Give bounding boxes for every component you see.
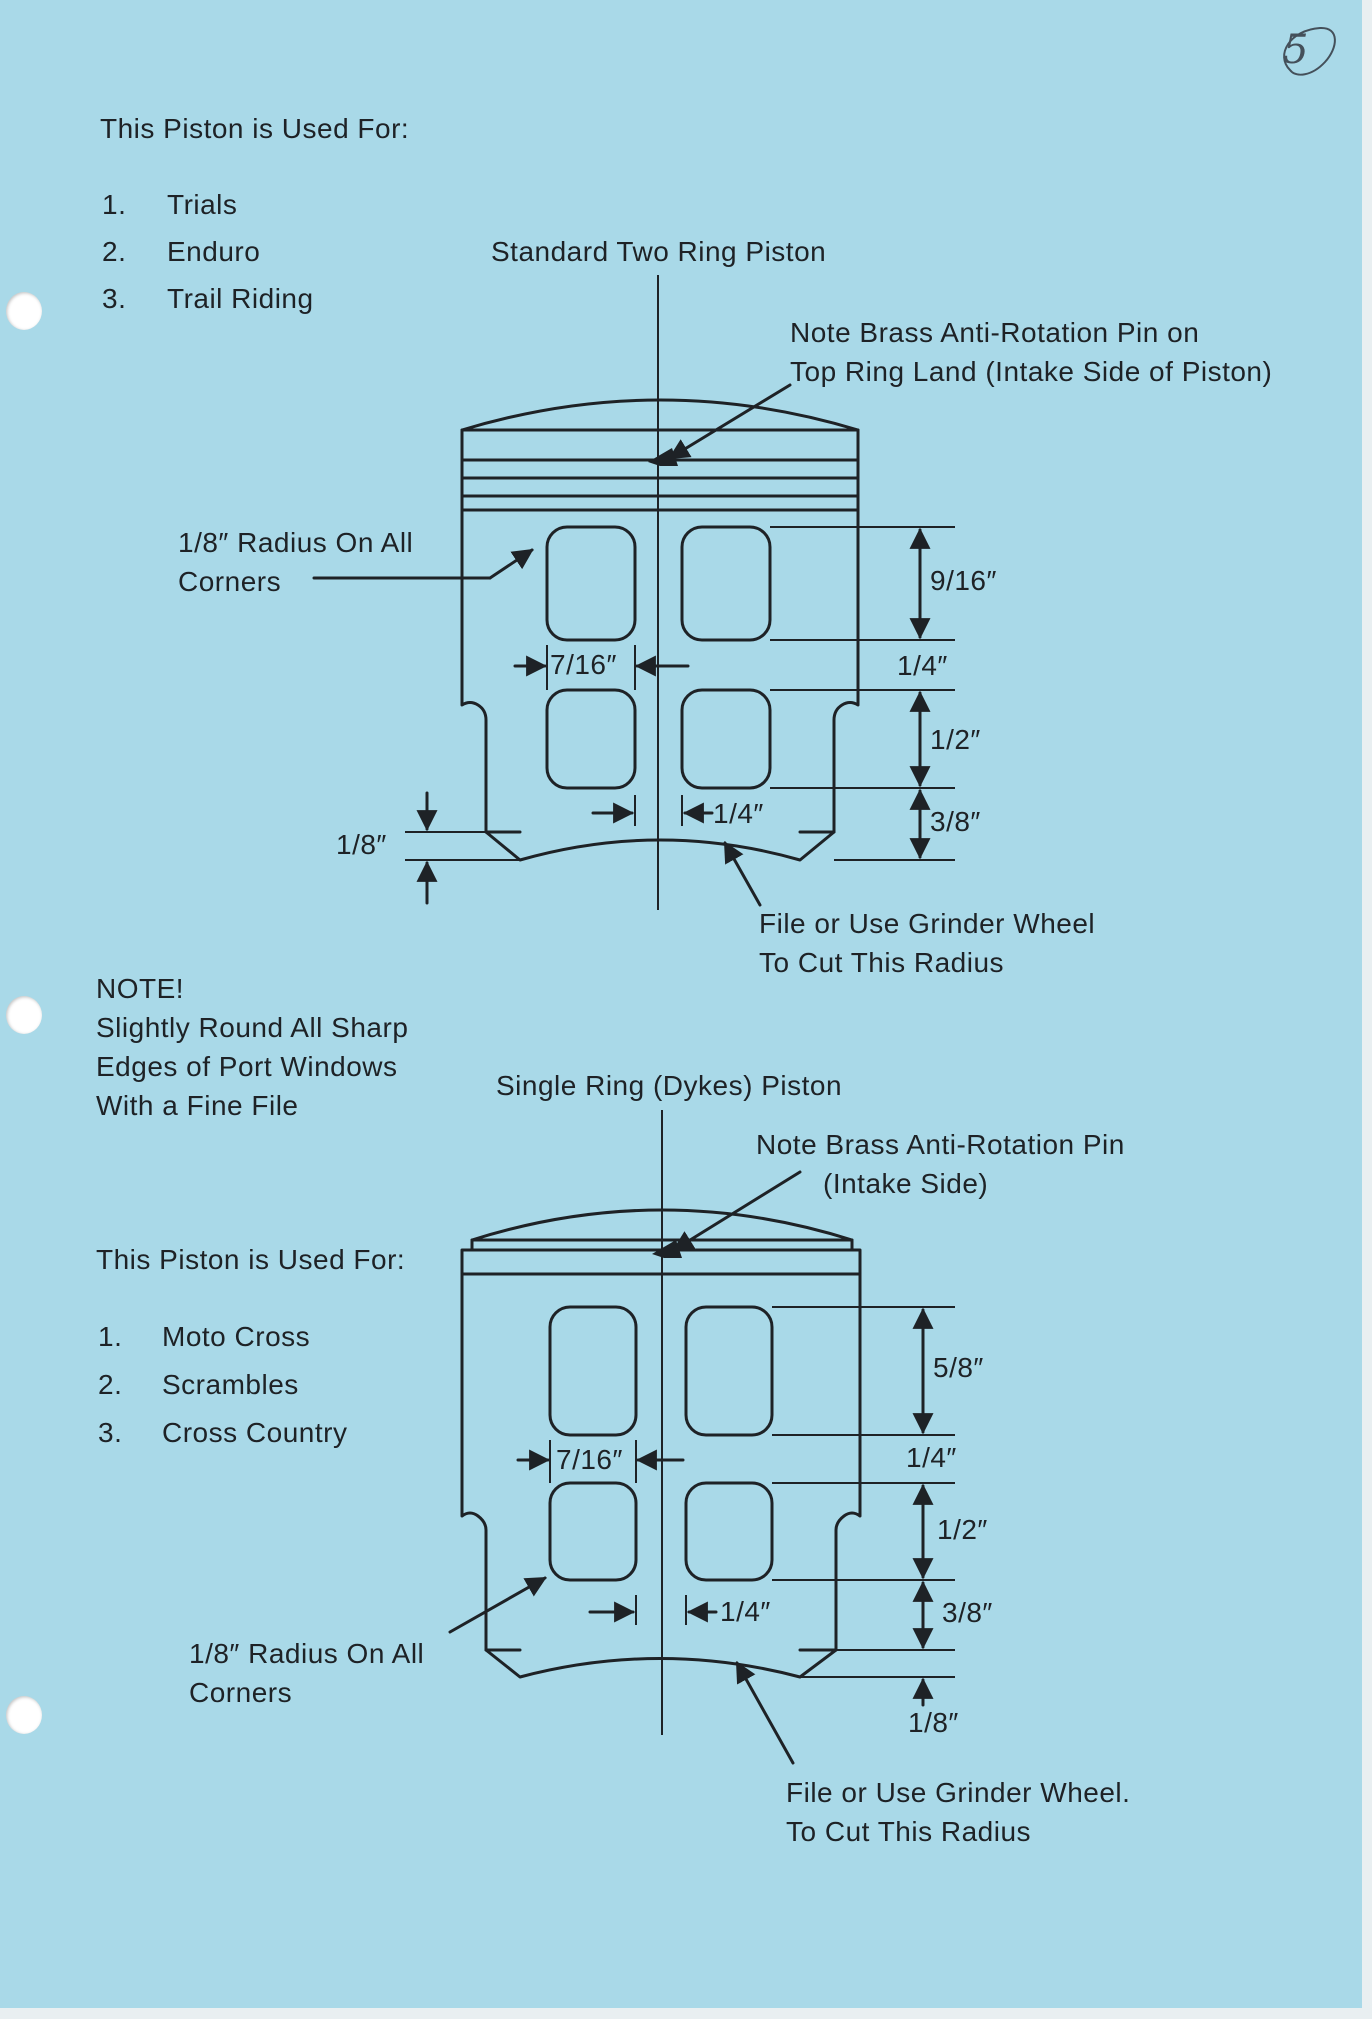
bottom-crown-dome [470, 1208, 854, 1242]
top-body-left [460, 508, 522, 834]
bottom-body-right [798, 1272, 862, 1652]
top-use-number-2: 2. [102, 236, 127, 267]
top-piston-drawing [312, 275, 955, 910]
top-use-number-1: 1. [102, 189, 127, 220]
note-title: NOTE! [96, 973, 185, 1004]
page-edge-bottom [0, 2008, 1372, 2019]
bottom-window-upper-right [684, 1305, 774, 1437]
top-use-label-3: Trail Riding [167, 283, 314, 314]
top-skirt-radius-cut [484, 830, 836, 862]
bottom-use-label-2: Scrambles [162, 1369, 299, 1400]
bottom-use-number-1: 1. [98, 1321, 123, 1352]
top-file-note-line2: To Cut This Radius [759, 947, 1005, 978]
binder-hole-middle [6, 996, 42, 1034]
top-dim-window-height: 9/16″ [930, 565, 997, 596]
bottom-window-lower-right [684, 1481, 774, 1582]
bottom-use-number-2: 2. [98, 1369, 123, 1400]
bottom-piston-drawing [448, 1110, 955, 1765]
top-body-right [798, 508, 860, 834]
top-pin-note-line1: Note Brass Anti-Rotation Pin on [790, 317, 1200, 348]
top-dim-window-width: 7/16″ [550, 649, 617, 680]
bottom-used-for-title: This Piston is Used For: [96, 1244, 406, 1275]
bottom-pin-leader [672, 1170, 802, 1252]
top-dim-lower-window: 1/2″ [930, 724, 981, 755]
note-line-1: Slightly Round All Sharp [96, 1012, 409, 1043]
bottom-radius-note-line1: 1/8″ Radius On All [189, 1638, 425, 1669]
bottom-file-note-line1: File or Use Grinder Wheel. [786, 1777, 1131, 1808]
bottom-skirt-radius-cut [484, 1648, 838, 1679]
top-ring-land [460, 494, 860, 512]
top-radius-note-line2: Corners [178, 566, 282, 597]
bottom-dim-window-height: 5/8″ [933, 1352, 984, 1383]
top-dim-gap: 1/4″ [897, 650, 948, 681]
bottom-pin-note-line2: (Intake Side) [823, 1168, 989, 1199]
page-edge-right [1362, 0, 1372, 2019]
bottom-window-lower-left [548, 1481, 638, 1582]
top-use-label-1: Trials [167, 189, 238, 220]
bottom-dim-gap: 1/4″ [906, 1442, 957, 1473]
bottom-use-number-3: 3. [98, 1417, 123, 1448]
top-piston-title: Standard Two Ring Piston [491, 236, 827, 267]
top-radius-note-line1: 1/8″ Radius On All [178, 527, 414, 558]
top-file-leader [723, 841, 762, 907]
bottom-dim-lower-window: 1/2″ [937, 1514, 988, 1545]
top-used-for-title: This Piston is Used For: [100, 113, 410, 144]
top-file-note-line1: File or Use Grinder Wheel [759, 908, 1096, 939]
top-pin-leader [668, 383, 792, 460]
binder-hole-top [6, 292, 42, 330]
bottom-radius-note-line2: Corners [189, 1677, 293, 1708]
bottom-file-leader [735, 1661, 795, 1765]
top-window-upper-left [545, 525, 637, 642]
bottom-dim-radius-depth: 1/8″ [908, 1707, 959, 1738]
note-line-2: Edges of Port Windows [96, 1051, 398, 1082]
bottom-use-label-1: Moto Cross [162, 1321, 311, 1352]
note-line-3: With a Fine File [96, 1090, 299, 1121]
top-window-lower-left [545, 688, 637, 790]
bottom-radius-leader [448, 1576, 547, 1634]
top-dim-bridge: 1/4″ [713, 798, 764, 829]
top-pin-note-line2: Top Ring Land (Intake Side of Piston) [790, 356, 1273, 387]
bottom-dim-window-width: 7/16″ [556, 1444, 623, 1475]
bottom-pin-note-line1: Note Brass Anti-Rotation Pin [756, 1129, 1125, 1160]
top-dim-radius-depth: 1/8″ [336, 829, 387, 860]
binder-hole-bottom [6, 1696, 42, 1734]
top-use-number-3: 3. [102, 283, 127, 314]
bottom-file-note-line2: To Cut This Radius [786, 1816, 1032, 1847]
top-window-lower-right [680, 688, 772, 790]
top-ring-groove-2 [460, 476, 860, 498]
bottom-use-label-3: Cross Country [162, 1417, 348, 1448]
bottom-dim-skirt: 3/8″ [942, 1597, 993, 1628]
bottom-piston-title: Single Ring (Dykes) Piston [496, 1070, 843, 1101]
top-crown-dome [460, 398, 860, 432]
top-use-label-2: Enduro [167, 236, 261, 267]
bottom-dim-bridge: 1/4″ [720, 1596, 771, 1627]
bottom-window-upper-left [548, 1305, 638, 1437]
bottom-body-left [460, 1272, 522, 1652]
top-window-upper-right [680, 525, 772, 642]
top-dim-skirt: 3/8″ [930, 806, 981, 837]
top-radius-leader-arrow [488, 548, 534, 580]
